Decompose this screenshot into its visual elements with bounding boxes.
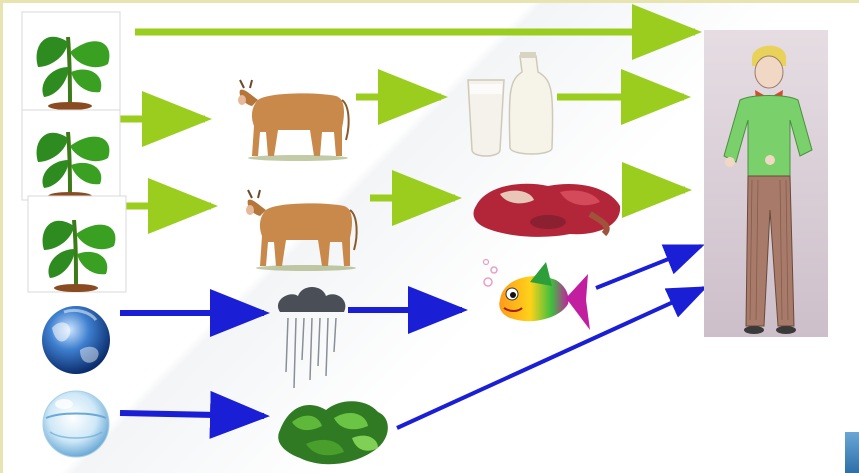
fish-icon <box>482 258 590 330</box>
arrow-fish-to-person <box>595 244 705 290</box>
person-drawing-icon <box>704 30 828 337</box>
plant-icon <box>21 11 121 113</box>
arrows <box>119 4 708 439</box>
plant-icon <box>21 109 121 201</box>
plant-icon <box>27 195 127 293</box>
milk-bottles-icon <box>467 52 554 157</box>
meat-icon <box>473 183 621 237</box>
frame-left-border <box>0 0 3 473</box>
corner-decoration <box>845 432 859 473</box>
cow-icon <box>238 79 350 161</box>
cow-icon <box>246 189 358 271</box>
water-sphere-icon <box>42 390 110 458</box>
seaweed-icon <box>278 401 388 465</box>
arrow-seaweed-to-person <box>396 286 708 430</box>
arrow-water-to-seaweed <box>119 390 270 439</box>
earth-globe-icon <box>42 306 110 374</box>
rain-cloud-icon <box>277 287 346 389</box>
frame-top-border <box>0 0 859 3</box>
